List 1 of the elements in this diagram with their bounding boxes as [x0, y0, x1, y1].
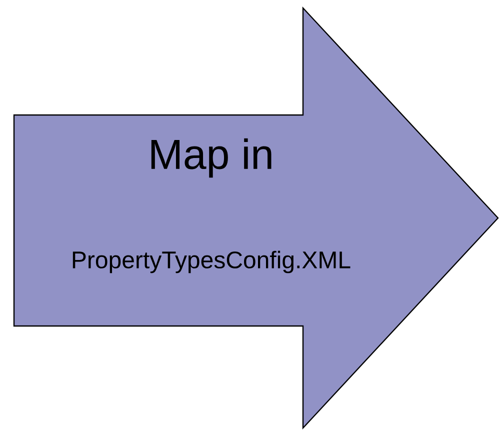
node-text: Map in PropertyTypesConfig.XML: [72, 138, 350, 274]
